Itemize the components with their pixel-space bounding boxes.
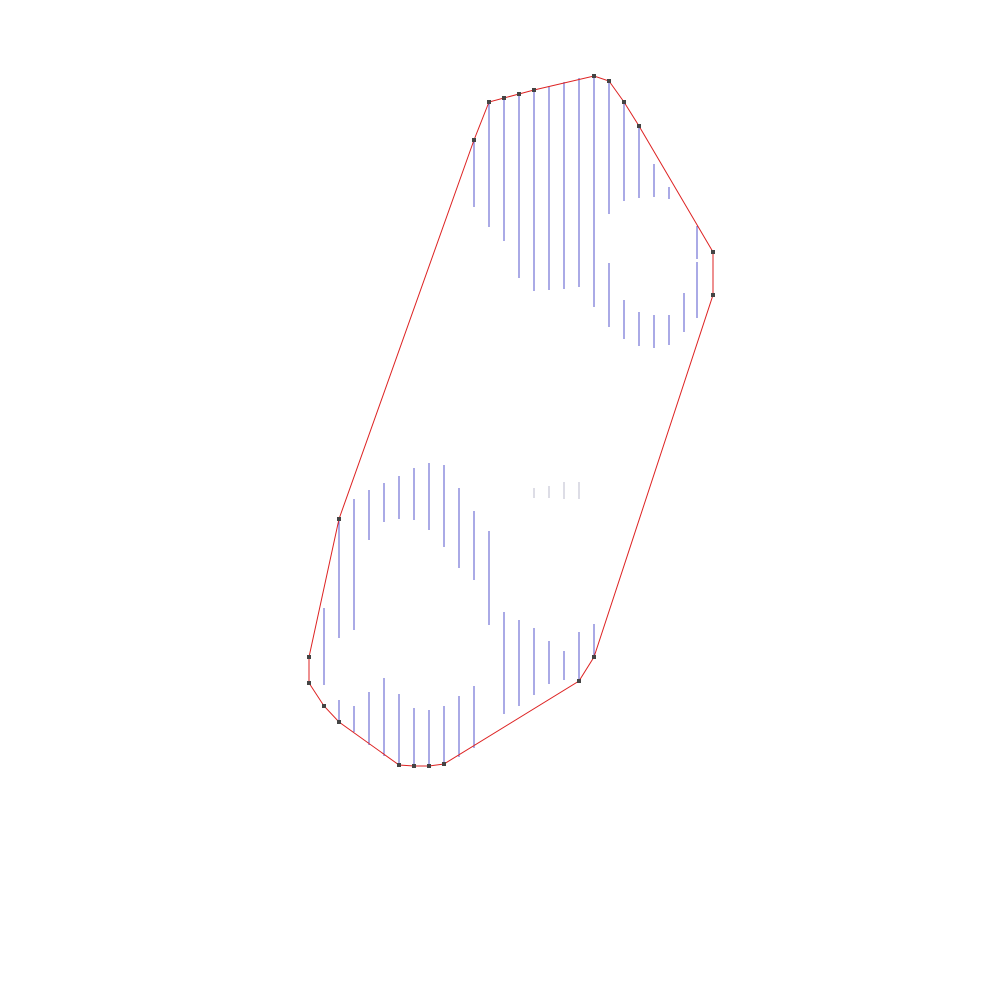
hull-vertex-marker: [607, 79, 611, 83]
hull-vertex-marker: [577, 679, 581, 683]
hull-vertex-marker: [711, 293, 715, 297]
hull-vertex-marker: [622, 100, 626, 104]
hull-vertex-marker: [532, 88, 536, 92]
hull-vertex-marker: [427, 764, 431, 768]
hull-vertex-marker: [711, 250, 715, 254]
hull-vertex-marker: [412, 764, 416, 768]
hull-vertex-marker: [322, 704, 326, 708]
hull-vertex-marker: [337, 517, 341, 521]
hull-vertex-marker: [592, 655, 596, 659]
hull-vertex-marker: [472, 138, 476, 142]
hull-vertex-marker: [337, 720, 341, 724]
hull-vertex-marker: [502, 96, 506, 100]
hull-vertex-marker: [307, 655, 311, 659]
hull-vertex-marker: [487, 100, 491, 104]
hull-vertex-marker: [517, 92, 521, 96]
hull-vertex-marker: [442, 762, 446, 766]
hull-vertex-marker: [307, 681, 311, 685]
hatch-layer: [323, 76, 698, 766]
hull-vertex-marker: [397, 763, 401, 767]
hull-vertex-marker: [592, 74, 596, 78]
vertex-layer: [307, 74, 715, 768]
convex-hull-polygon: [308, 75, 714, 767]
hull-vertex-marker: [637, 124, 641, 128]
